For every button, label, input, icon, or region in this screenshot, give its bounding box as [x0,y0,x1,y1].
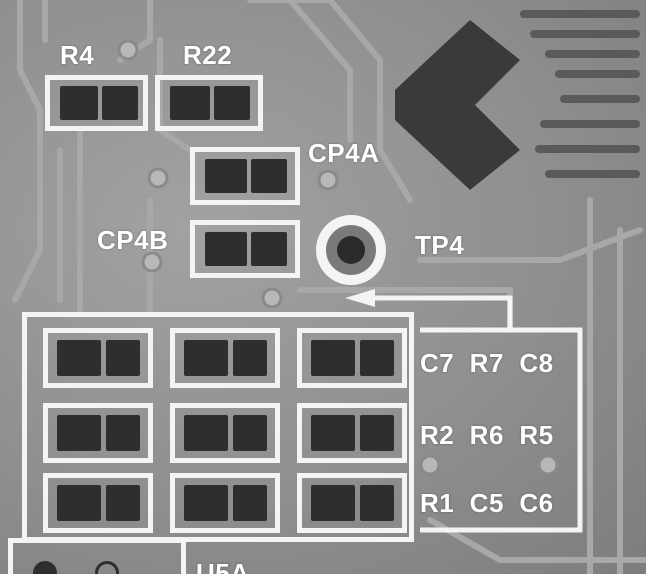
pad [184,415,228,451]
r6-footprint [170,403,280,463]
label-r4: R4 [60,40,95,70]
copper-fill [395,20,520,190]
pad [106,485,140,521]
pad [184,340,228,376]
label-u5a: U5A [196,558,250,574]
label-row-r2-r6-r5: R2 R6 R5 [420,420,554,450]
pad [184,485,228,521]
pad [106,340,140,376]
pad [57,415,101,451]
tp4-test-point [316,215,386,285]
c7-footprint [43,328,153,388]
pad [214,86,250,120]
tp4-ring [326,225,376,275]
r4-footprint [45,75,148,131]
pad [170,86,210,120]
pad [205,232,247,266]
pad [106,415,140,451]
pad [60,86,98,120]
r2-footprint [43,403,153,463]
cp4b-footprint [190,220,300,278]
via [33,561,57,574]
pad [360,340,394,376]
label-row-c7-r7-c8: C7 R7 C8 [420,348,554,378]
r1-footprint [43,473,153,533]
tp4-center [337,236,365,264]
pad [233,340,267,376]
pad [251,159,287,193]
label-row-r1-c5-c6: R1 C5 C6 [420,488,554,518]
pad [57,340,101,376]
pad [57,485,101,521]
label-tp4: TP4 [415,230,465,260]
pad [102,86,138,120]
label-cp4a: CP4A [308,138,380,168]
label-cp4b: CP4B [97,225,169,255]
c5-footprint [170,473,280,533]
pad [205,159,247,193]
r5-footprint [297,403,407,463]
pad [251,232,287,266]
via [95,561,119,574]
cp4a-footprint [190,147,300,205]
r22-footprint [155,75,263,131]
pad [360,415,394,451]
pad [233,485,267,521]
arrow-indicator [360,295,513,330]
component-grid-outline [22,312,414,542]
pad [311,485,355,521]
c8-footprint [297,328,407,388]
label-r22: R22 [183,40,233,70]
pad [233,415,267,451]
r7-footprint [170,328,280,388]
c6-footprint [297,473,407,533]
pad [311,415,355,451]
pad [360,485,394,521]
pad [311,340,355,376]
u5a-footprint-partial [8,538,186,574]
